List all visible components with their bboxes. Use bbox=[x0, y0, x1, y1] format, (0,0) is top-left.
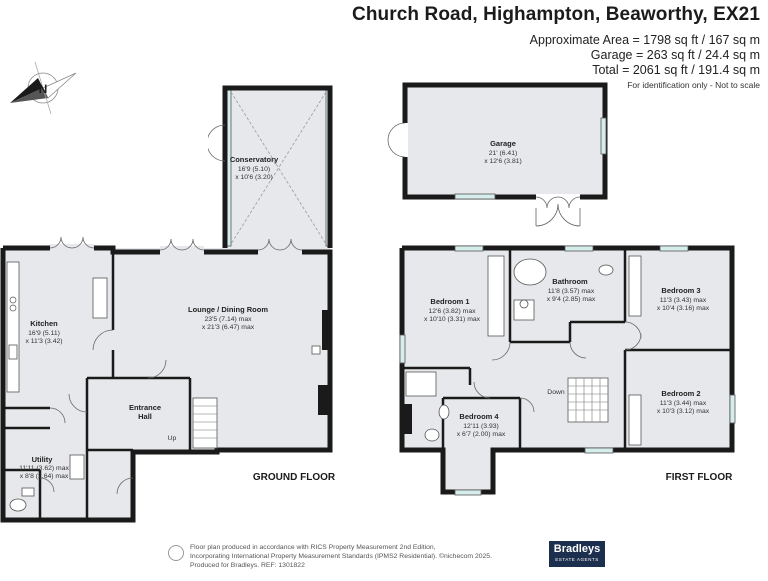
bedroom2-name: Bedroom 2 bbox=[661, 389, 700, 398]
total-area: Total = 2061 sq ft / 191.4 sq m bbox=[592, 63, 760, 77]
stairs-down-label: Down bbox=[547, 389, 565, 396]
bedroom4-name: Bedroom 4 bbox=[459, 412, 499, 421]
conservatory-floor bbox=[225, 88, 330, 248]
agent-logo: Bradleys ESTATE AGENTS bbox=[549, 541, 605, 567]
hall-name-line2: Hall bbox=[138, 412, 152, 421]
bedroom3-dim2: x 10'4 (3.16) max bbox=[657, 305, 710, 312]
garage-dim2: x 12'6 (3.81) bbox=[484, 158, 522, 165]
footer-line-2: Incorporating International Property Mea… bbox=[190, 553, 492, 560]
bedroom1-dim2: x 10'10 (3.31) max bbox=[424, 316, 481, 323]
identification-note: For identification only - Not to scale bbox=[627, 80, 760, 90]
garage-area: Garage = 263 sq ft / 24.4 sq m bbox=[590, 48, 760, 62]
compass: N bbox=[10, 61, 77, 115]
bedroom4-dim2: x 6'7 (2.00) max bbox=[457, 431, 506, 438]
bedroom1-name: Bedroom 1 bbox=[430, 297, 469, 306]
ground-floor-label: GROUND FLOOR bbox=[253, 472, 336, 483]
bedroom4-dim1: 12'11 (3.93) bbox=[463, 423, 499, 430]
garage-dim1: 21' (6.41) bbox=[489, 150, 518, 157]
hall-name-line1: Entrance bbox=[129, 403, 161, 412]
conservatory-dim1: 16'9 (5.10) bbox=[238, 166, 270, 173]
utility-dim1: 11'11 (3.62) max bbox=[19, 465, 69, 472]
bedroom2-dim1: 11'3 (3.44) max bbox=[660, 400, 707, 407]
compass-north-label: N bbox=[39, 82, 48, 96]
kitchen-dim2: x 11'3 (3.42) bbox=[25, 338, 62, 345]
first-floor-plan: Bedroom 1 12'6 (3.82) max x 10'10 (3.31)… bbox=[399, 245, 736, 496]
bedroom2-dim2: x 10'3 (3.12) max bbox=[657, 408, 710, 415]
bathroom-dim2: x 9'4 (2.85) max bbox=[547, 296, 596, 303]
footer-line-1: Floor plan produced in accordance with R… bbox=[190, 544, 436, 551]
lounge-name: Lounge / Dining Room bbox=[188, 305, 268, 314]
footer-credits: Floor plan produced in accordance with R… bbox=[190, 543, 492, 570]
ground-floor-plan: Conservatory 16'9 (5.10) x 10'6 (3.20) L… bbox=[0, 85, 336, 523]
bathroom-dim1: 11'8 (3.57) max bbox=[548, 288, 595, 295]
kitchen-name: Kitchen bbox=[30, 319, 58, 328]
footer-line-3: Produced for Bradleys. REF: 1301822 bbox=[190, 562, 305, 569]
approximate-area: Approximate Area = 1798 sq ft / 167 sq m bbox=[529, 33, 760, 47]
bedroom3-name: Bedroom 3 bbox=[661, 286, 700, 295]
garage-plan: Garage 21' (6.41) x 12'6 (3.81) bbox=[387, 82, 608, 227]
garage-name: Garage bbox=[490, 139, 516, 148]
property-title: Church Road, Highampton, Beaworthy, EX21 bbox=[352, 4, 760, 25]
agent-name: Bradleys bbox=[553, 543, 601, 555]
bedroom3-dim1: 11'3 (3.43) max bbox=[660, 297, 707, 304]
kitchen-dim1: 16'9 (5.11) bbox=[28, 330, 60, 337]
first-floor-label: FIRST FLOOR bbox=[666, 472, 733, 483]
utility-name: Utility bbox=[32, 455, 54, 464]
conservatory-name: Conservatory bbox=[230, 155, 279, 164]
bathroom-name: Bathroom bbox=[552, 277, 588, 286]
porch-floor bbox=[87, 450, 133, 520]
utility-dim2: x 8'8 (2.64) max bbox=[20, 473, 69, 480]
agent-tagline: ESTATE AGENTS bbox=[555, 557, 599, 562]
rics-seal-icon bbox=[168, 545, 184, 561]
lounge-dim1: 23'5 (7.14) max bbox=[204, 316, 252, 323]
hall-stairs-up: Up bbox=[168, 435, 177, 442]
lounge-dim2: x 21'3 (6.47) max bbox=[202, 324, 255, 331]
conservatory-dim2: x 10'6 (3.20) bbox=[235, 174, 273, 181]
bedroom1-dim1: 12'6 (3.82) max bbox=[428, 308, 476, 315]
